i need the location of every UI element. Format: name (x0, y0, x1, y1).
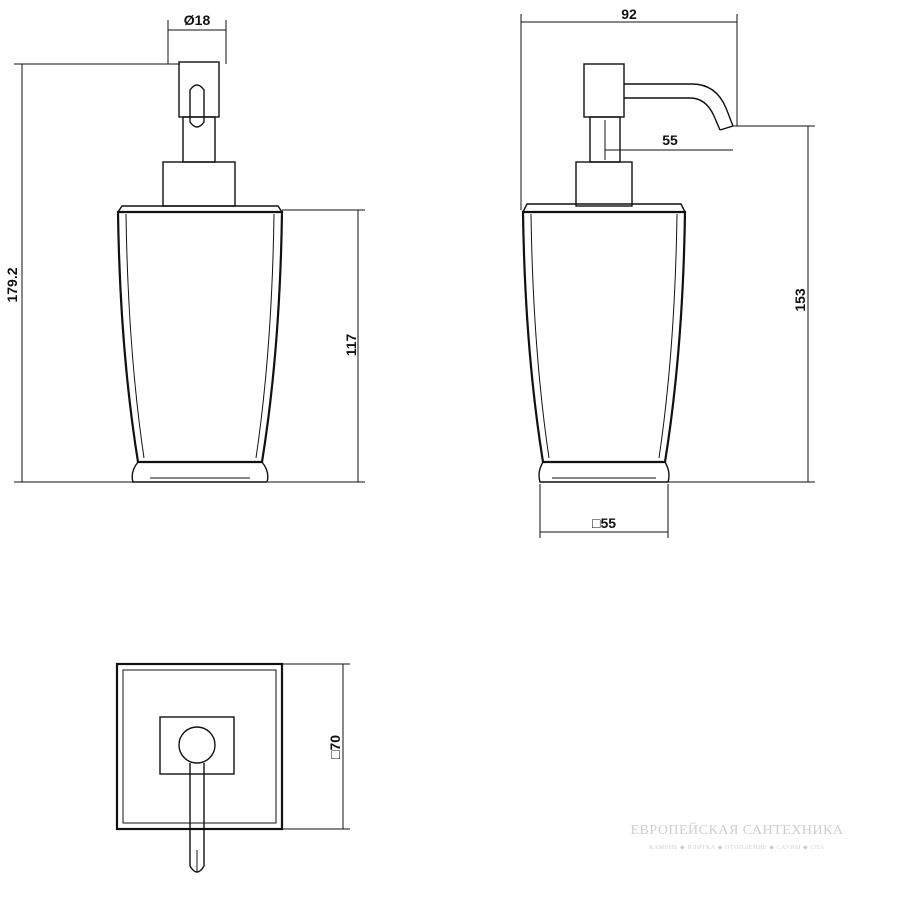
body-rim-side (522, 203, 686, 213)
pump-collar-side (575, 161, 633, 207)
body-outer (116, 210, 284, 464)
body-base (131, 461, 269, 483)
dim-height: 153 (792, 288, 808, 312)
watermark-subtitle: КАМЕНЬ ◆ ПЛИТКА ◆ ОТОПЛЕНИЕ ◆ САУНЫ ◆ СП… (649, 845, 825, 851)
top-view (115, 662, 284, 873)
spout-tip (719, 125, 734, 131)
pump-head-circle (178, 726, 216, 764)
inner-square (122, 669, 277, 824)
side-view (521, 63, 734, 483)
dim-body-height: 117 (343, 333, 359, 356)
front-dimensions: Ø18 179.2 117 (4, 12, 365, 483)
dim-nozzle-diameter: Ø18 (184, 12, 211, 28)
collar-square (159, 716, 235, 775)
pump-collar (162, 161, 236, 207)
spout-bottom (624, 97, 721, 131)
side-dimensions: 92 55 153 □55 (520, 6, 815, 538)
dim-spout-reach: 55 (662, 132, 678, 148)
pump-stem (182, 116, 216, 163)
watermark: ЕВРОПЕЙСКАЯ САНТЕХНИКА КАМЕНЬ ◆ ПЛИТКА ◆… (630, 821, 843, 851)
dim-base-square: □55 (592, 515, 616, 531)
pump-spout-front (189, 84, 205, 128)
body-outer-side (521, 210, 687, 464)
dim-total-height: 179.2 (4, 267, 20, 302)
front-view (116, 61, 284, 483)
dim-top-square: □70 (327, 735, 343, 759)
body-inner-left (125, 213, 145, 459)
body-inner-right-side (658, 213, 678, 459)
body-rim (117, 205, 283, 213)
body-inner-left-side (530, 213, 550, 459)
pump-head (178, 61, 220, 118)
body-inner-right (255, 213, 275, 459)
spout-top (624, 83, 734, 127)
pump-head-side (583, 63, 625, 118)
outer-square (115, 662, 284, 831)
watermark-title: ЕВРОПЕЙСКАЯ САНТЕХНИКА (630, 821, 843, 838)
body-base-side (538, 461, 670, 483)
dim-total-width: 92 (621, 6, 637, 22)
top-dimensions: □70 (282, 663, 350, 830)
